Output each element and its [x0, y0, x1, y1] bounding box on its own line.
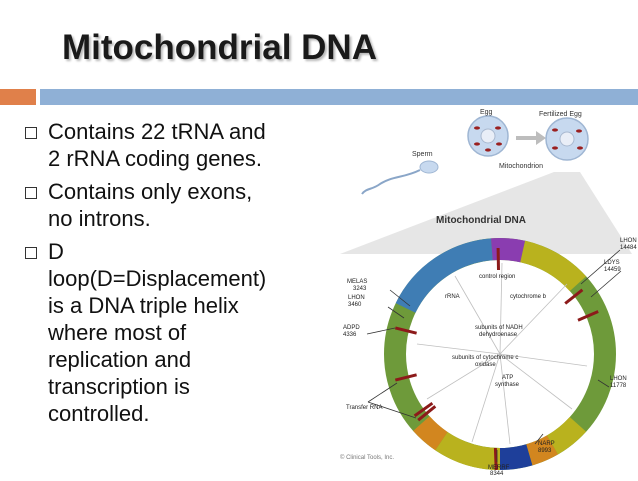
bullet-text: Contains only exons, no introns. [48, 178, 322, 232]
ring-segment-cytochrome-c-2 [421, 424, 441, 442]
spoke [455, 276, 500, 354]
mitochondrion-icon [552, 146, 558, 149]
gene-spokes [417, 263, 587, 444]
accent-bar-blue [40, 89, 638, 105]
adpd-4336-label: ADPD [343, 325, 360, 331]
narp-8993-number: 8993 [538, 448, 552, 454]
map-title: Mitochondrial DNA [436, 215, 526, 226]
mitochondrion-icon [577, 146, 583, 149]
mitochondrion-label: Mitochondrion [499, 163, 543, 170]
slide-title: Mitochondrial DNA [62, 28, 377, 68]
lhon-3460-label: LHON [348, 295, 365, 301]
arrow-right-icon [516, 131, 546, 145]
spoke [500, 354, 510, 444]
lhon-14484-number: 14484 [620, 245, 637, 251]
bullet-item: Contains only exons, no introns. [22, 178, 322, 232]
narp-8993-label: NARP [538, 441, 555, 447]
ring-segment-cytochrome-b [523, 252, 578, 284]
lhon-3460-number: 3460 [348, 302, 362, 308]
spoke [417, 344, 500, 354]
atp-synthase-label-line1: ATP [502, 375, 513, 381]
egg-nucleus-icon [481, 129, 495, 143]
melas-3243-number: 3243 [353, 286, 367, 292]
lhon-11778-label: LHON [610, 376, 627, 382]
egg-label: Egg [480, 109, 493, 116]
mitochondrion-icon [474, 142, 480, 145]
figure-credit: © Clinical Tools, Inc. [340, 454, 394, 461]
mitochondrion-icon [485, 148, 491, 151]
square-bullet-icon [25, 127, 37, 139]
mitochondrion-icon [495, 126, 501, 129]
bullet-item: D loop(D=Displacement) is a DNA triple h… [22, 238, 322, 427]
cytochrome-b-label: cytochrome b [510, 294, 547, 300]
square-bullet-icon [25, 187, 37, 199]
ring-segment-control-region [492, 249, 523, 252]
atp-synthase-label-line2: synthase [495, 382, 520, 388]
lhon-14484-label: LHON [620, 238, 637, 244]
square-bullet-icon [25, 247, 37, 259]
fertilized-egg-nucleus-icon [560, 132, 574, 146]
ldys-14459-label: LDYS [604, 260, 620, 266]
control-region-label: control region [479, 274, 515, 280]
nadh-label-line2: dehydroenase [479, 332, 518, 338]
transfer-rna-label: Transfer RNA [346, 405, 382, 411]
lhon-11778-number: 11778 [610, 383, 627, 389]
mitochondrion-icon [496, 142, 502, 145]
sperm-tail [362, 170, 420, 194]
mitochondrion-icon [552, 128, 558, 131]
bullet-list: Contains 22 tRNA and 2 rRNA coding genes… [22, 118, 322, 433]
ring-segment-atp-synthase [500, 455, 529, 459]
mitochondrion-icon [576, 129, 582, 132]
fertilized-egg-label: Fertilized Egg [539, 111, 582, 118]
cytochrome-c-label-line1: subunits of cytochrome c [452, 355, 518, 361]
sperm-icon [420, 161, 438, 173]
ring-segment-cytochrome-c-1 [441, 441, 500, 459]
accent-bar-orange [0, 89, 36, 105]
bullet-item: Contains 22 tRNA and 2 rRNA coding genes… [22, 118, 322, 172]
mitochondrion-icon [474, 126, 480, 129]
melas-3243-label: MELAS [347, 279, 367, 285]
rrna-label: rRNA [445, 294, 460, 300]
cytochrome-c-label-line2: oxidase [475, 362, 496, 368]
adpd-4336-number: 4336 [343, 332, 357, 338]
pointer-ldys-14459 [591, 271, 621, 297]
bullet-text: D loop(D=Displacement) is a DNA triple h… [48, 238, 322, 427]
bullet-text: Contains 22 tRNA and 2 rRNA coding genes… [48, 118, 322, 172]
sperm-label: Sperm [412, 151, 433, 158]
nadh-label-line1: subunits of NADH [475, 325, 523, 331]
merrf-8344-number: 8344 [490, 471, 504, 476]
ldys-14459-number: 14459 [604, 267, 621, 273]
mitochondrial-dna-figure: Egg Fertilized Egg Sperm Mitochondrion M… [332, 104, 638, 476]
ring-segment-yellow [553, 424, 578, 445]
mtdna-illustration: Egg Fertilized Egg Sperm Mitochondrion M… [332, 104, 638, 476]
